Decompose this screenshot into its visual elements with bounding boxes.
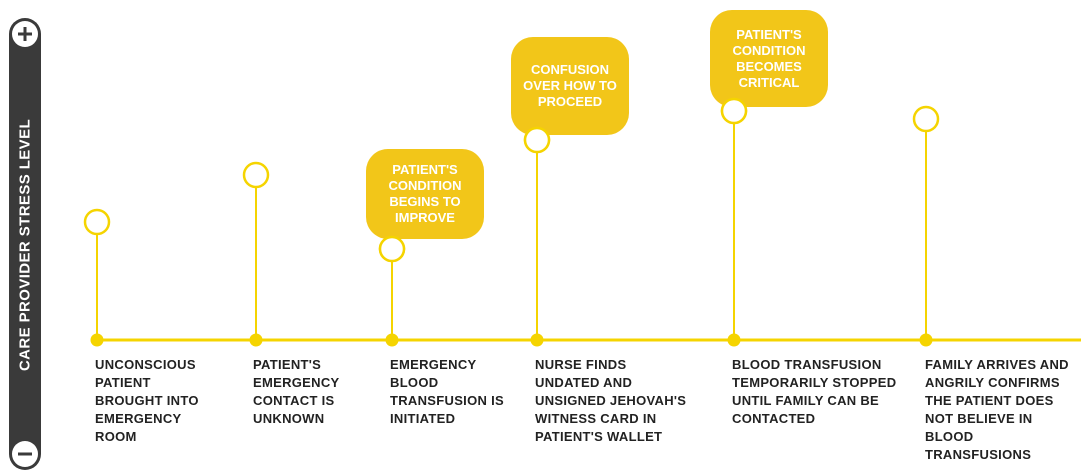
timeline-dot xyxy=(919,333,933,347)
stress-axis-bar xyxy=(9,18,41,470)
event-callout: PATIENT'S CONDITION BEGINS TO IMPROVE xyxy=(366,149,484,239)
stress-marker xyxy=(378,235,406,263)
event-label: PATIENT'S EMERGENCY CONTACT IS UNKNOWN xyxy=(253,357,340,426)
event-label: EMERGENCY BLOOD TRANSFUSION IS INITIATED xyxy=(390,357,504,426)
stress-marker xyxy=(83,208,111,236)
event-label: BLOOD TRANSFUSION TEMPORARILY STOPPED UN… xyxy=(732,357,897,426)
stress-marker xyxy=(242,161,270,189)
event-label: FAMILY ARRIVES AND ANGRILY CONFIRMS THE … xyxy=(925,357,1069,462)
event-label: NURSE FINDS UNDATED AND UNSIGNED JEHOVAH… xyxy=(535,357,687,444)
timeline-dot xyxy=(530,333,544,347)
plus-icon xyxy=(12,21,38,47)
stress-marker xyxy=(912,105,940,133)
minus-icon xyxy=(12,441,38,467)
timeline-dot xyxy=(90,333,104,347)
event-label: UNCONSCIOUS PATIENT BROUGHT INTO EMERGEN… xyxy=(95,357,199,444)
timeline-dot xyxy=(385,333,399,347)
event-callout: CONFUSION OVER HOW TO PROCEED xyxy=(511,37,629,135)
timeline-dot xyxy=(249,333,263,347)
timeline-dot xyxy=(727,333,741,347)
event-callout: PATIENT'S CONDITION BECOMES CRITICAL xyxy=(710,10,828,107)
